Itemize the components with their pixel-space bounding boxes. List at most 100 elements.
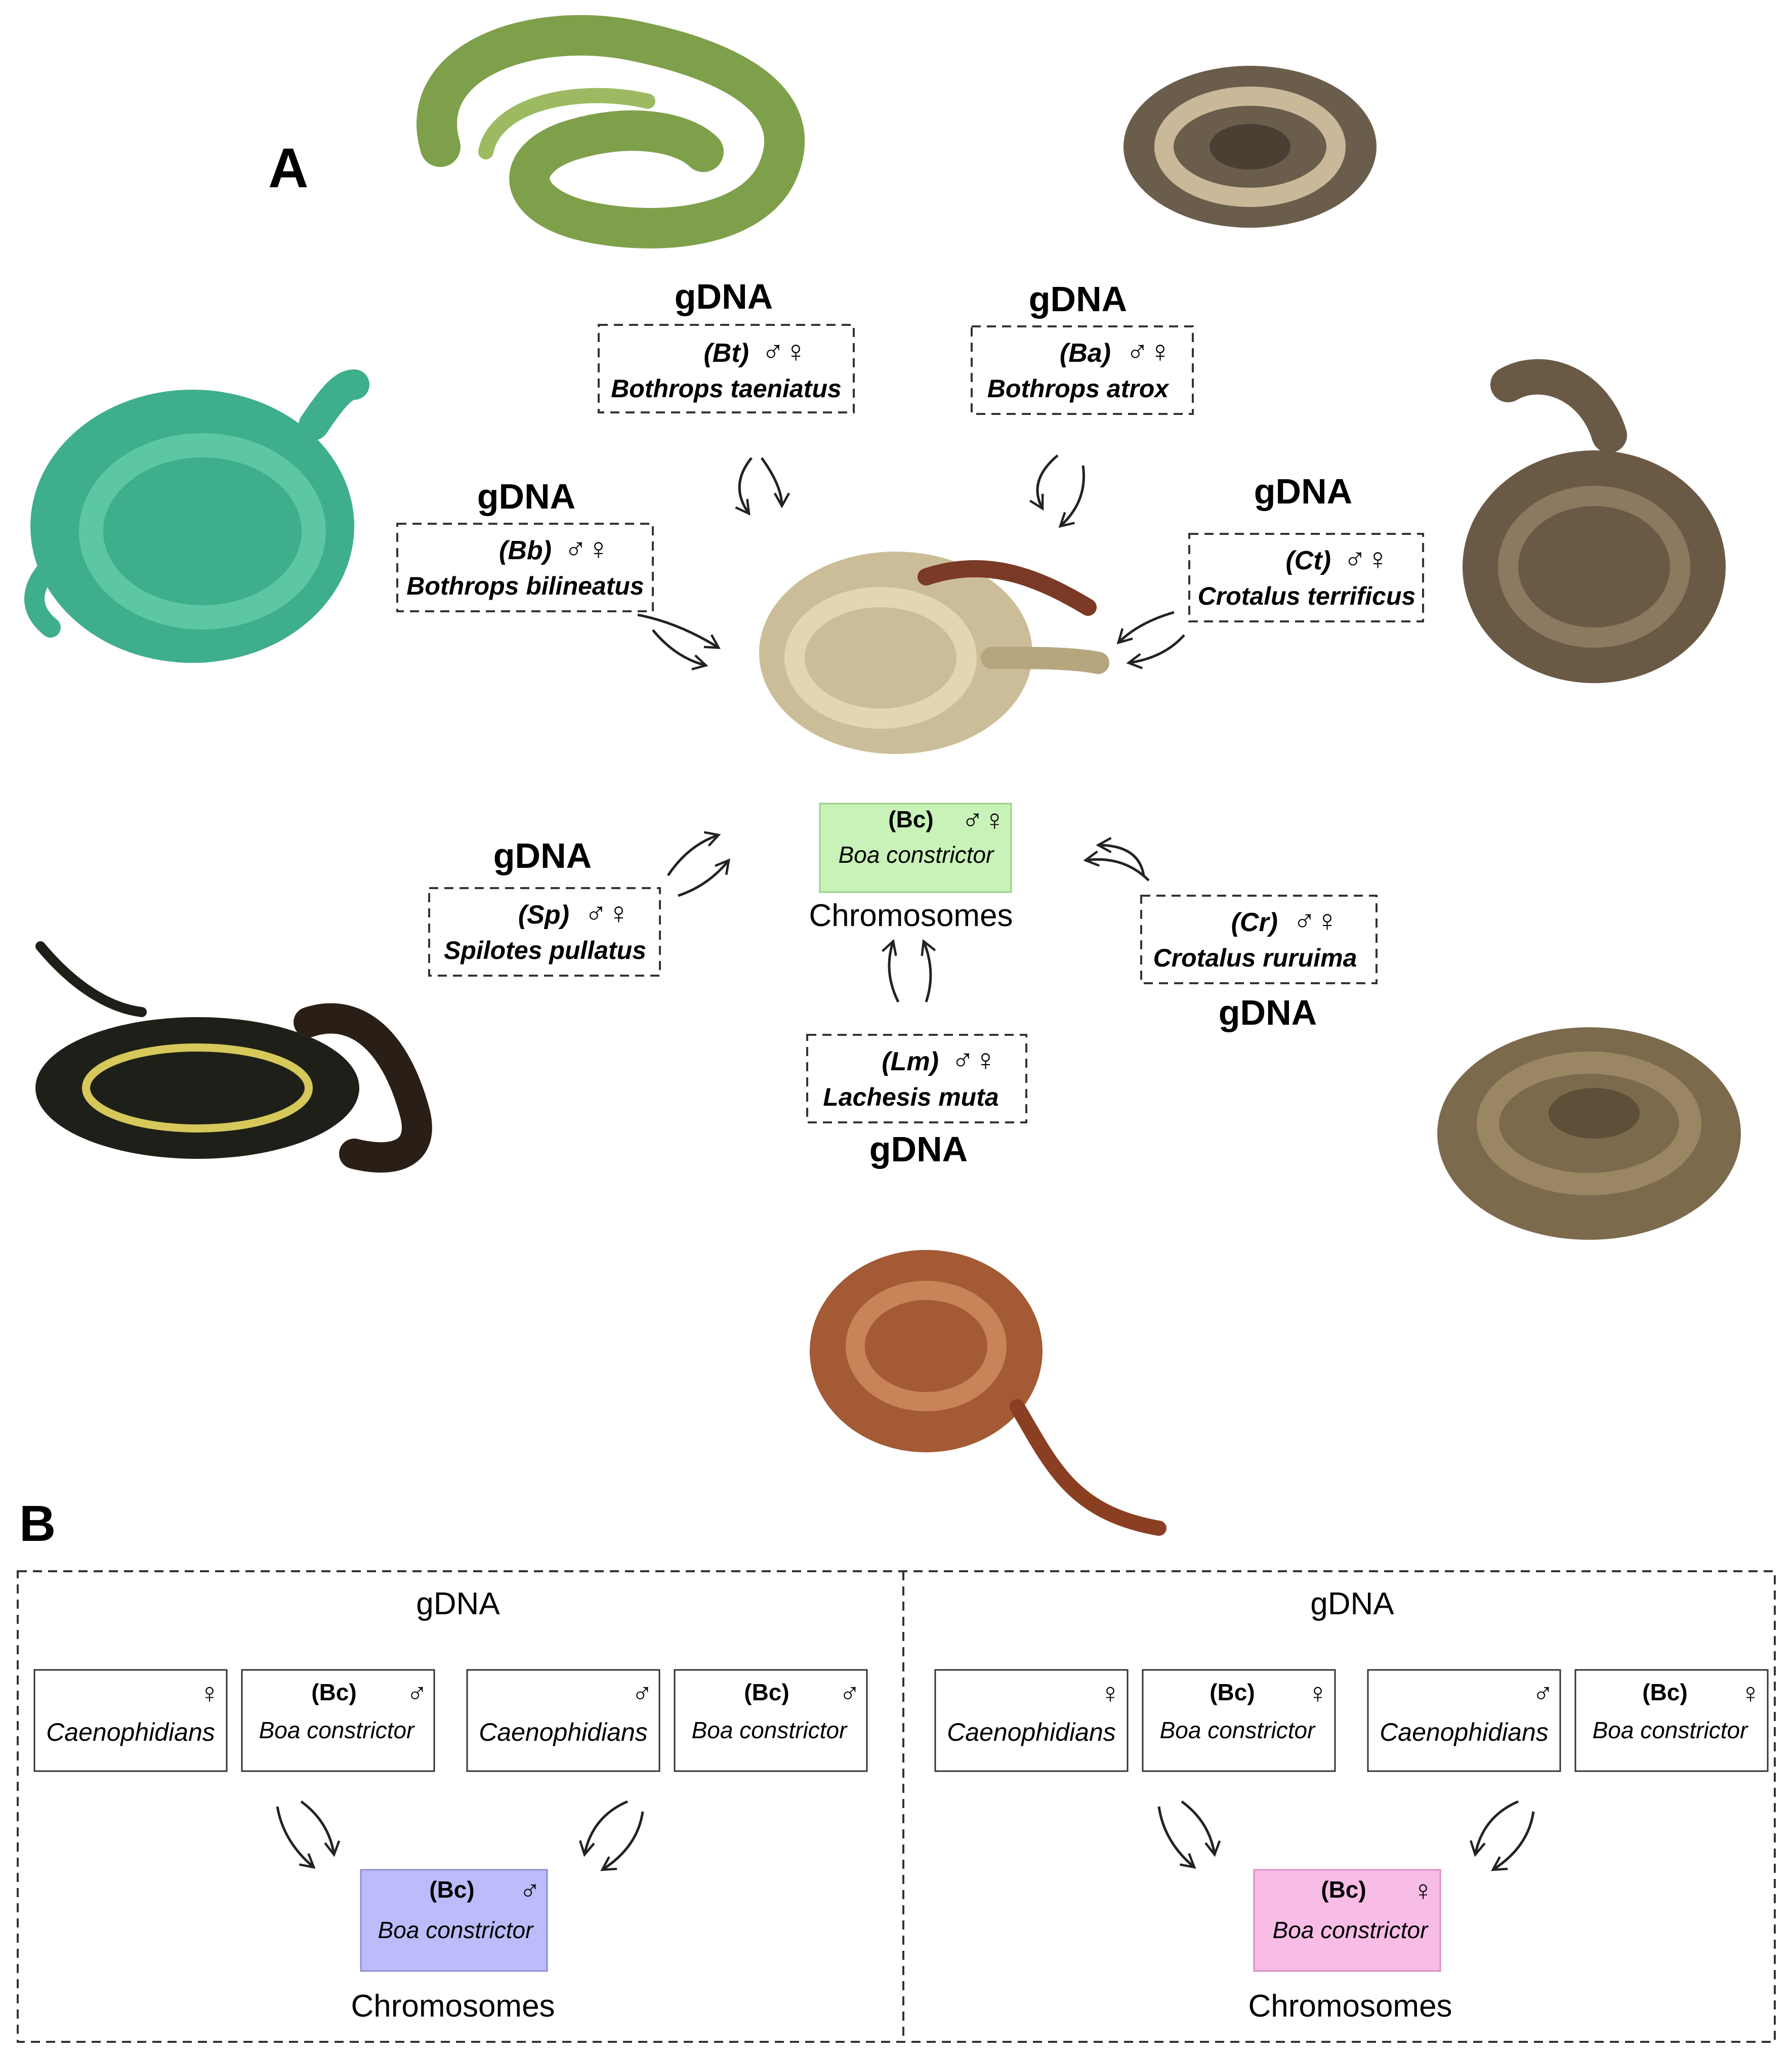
species-name: Bothrops taeniatus [611, 374, 842, 403]
panel-a-label: A [268, 137, 308, 199]
species-abbr: (Ba) [1060, 339, 1111, 368]
target-abbr: (Bc) [1321, 1876, 1366, 1903]
panel-b-left: gDNA ♀ Caenophidians (Bc) ♂ Boa constric… [33, 1586, 868, 2024]
sex-symbols: ♂♀ [585, 896, 630, 930]
arrow [735, 457, 753, 516]
species-abbr: (Cr) [1231, 908, 1278, 937]
species-box [1188, 533, 1424, 622]
arrow [276, 1806, 316, 1869]
species-box [1140, 895, 1378, 984]
target-sex: ♀ [1412, 1874, 1434, 1906]
species-name: Bothrops bilineatus [406, 572, 644, 600]
target-abbr: (Bc) [429, 1876, 474, 1903]
sex-symbols: ♂♀ [1344, 542, 1389, 576]
species-abbr: (Lm) [882, 1047, 939, 1076]
arrow [1491, 1811, 1535, 1871]
species-bt: gDNA (Bt) ♂♀ Bothrops taeniatus [598, 277, 855, 413]
boa-photo [759, 552, 1109, 754]
target-sex: ♂ [519, 1874, 540, 1906]
target-box [1253, 1869, 1441, 1972]
lachesis-photo [810, 1250, 1166, 1536]
sex-symbols: ♂♀ [951, 1043, 997, 1077]
source-box [1574, 1669, 1769, 1772]
species-abbr: (Ct) [1285, 546, 1331, 575]
species-name: Spilotes pullatus [444, 936, 646, 965]
arrow [881, 939, 900, 1003]
source-box [1367, 1669, 1561, 1772]
sex-symbols: ♂♀ [762, 334, 807, 368]
rattlesnake-photo [1463, 359, 1726, 683]
species-box [396, 523, 654, 612]
arrow [1469, 1800, 1519, 1857]
source-abbr: (Bc) [1210, 1679, 1255, 1705]
arrow [1058, 465, 1086, 528]
gdna-label: gDNA [1310, 1586, 1394, 1621]
source-name: Caenophidians [479, 1718, 648, 1746]
ruruima-photo [1437, 1027, 1741, 1240]
source-name: Boa constrictor [1593, 1717, 1748, 1743]
source-name: Caenophidians [947, 1718, 1116, 1746]
arrow [1157, 1806, 1196, 1869]
source-sex: ♀ [1740, 1677, 1761, 1709]
species-box [598, 324, 855, 413]
gdna-label: gDNA [493, 836, 592, 875]
source-name: Boa constrictor [1160, 1717, 1316, 1743]
center-abbr: (Bc) [888, 806, 933, 832]
source-sex: ♀ [1100, 1677, 1121, 1709]
panel-b-right: gDNA ♀ Caenophidians (Bc) ♀ Boa constric… [934, 1586, 1769, 2024]
source-name: Boa constrictor [259, 1717, 415, 1743]
center-name: Boa constrictor [839, 842, 994, 868]
chromosomes-caption: Chromosomes [351, 1989, 555, 2024]
green-pitviper-photo [416, 15, 805, 248]
chromosomes-caption: Chromosomes [809, 898, 1013, 933]
atrox-photo [1123, 66, 1377, 228]
arrow [1181, 1800, 1221, 1857]
center-sex: ♂♀ [962, 804, 1006, 836]
source-box [934, 1669, 1129, 1772]
arrows-left [276, 1800, 644, 1871]
species-ct: gDNA (Ct) ♂♀ Crotalus terrificus [1188, 472, 1424, 622]
gdna-label: gDNA [477, 477, 575, 516]
gdna-label: gDNA [1029, 279, 1127, 319]
source-sex: ♂ [632, 1677, 653, 1709]
source-abbr: (Bc) [744, 1679, 789, 1705]
gdna-label: gDNA [869, 1129, 968, 1169]
source-name: Caenophidians [46, 1718, 215, 1746]
arrow [300, 1800, 341, 1857]
arrow [637, 613, 721, 649]
species-box [971, 325, 1194, 415]
bilineatus-photo [24, 369, 369, 663]
species-cr: (Cr) ♂♀ Crotalus ruruima gDNA [1140, 895, 1378, 1032]
center-box [819, 803, 1012, 893]
chromosomes-caption: Chromosomes [1248, 1989, 1452, 2024]
species-name: Lachesis muta [823, 1083, 998, 1111]
source-box [466, 1669, 660, 1772]
source-abbr: (Bc) [1642, 1679, 1687, 1705]
source-box [674, 1669, 868, 1772]
source-sex: ♀ [1307, 1677, 1328, 1709]
gdna-label: gDNA [416, 1586, 500, 1621]
source-abbr: (Bc) [311, 1679, 356, 1705]
species-sp: gDNA (Sp) ♂♀ Spilotes pullatus [428, 836, 661, 977]
sex-symbols: ♂♀ [564, 532, 610, 566]
source-box [241, 1669, 435, 1772]
source-box [1142, 1669, 1336, 1772]
sex-symbols: ♂♀ [1293, 904, 1339, 938]
source-box [33, 1669, 228, 1772]
arrow [1096, 836, 1145, 876]
arrows-panel-a [637, 454, 1185, 1003]
arrow [678, 858, 730, 897]
species-lm: (Lm) ♂♀ Lachesis muta gDNA [806, 1034, 1027, 1169]
species-ba: gDNA (Ba) ♂♀ Bothrops atrox [971, 279, 1194, 415]
arrow [1029, 454, 1059, 511]
arrow [1116, 611, 1175, 645]
source-sex: ♂ [406, 1677, 428, 1709]
arrows-right [1157, 1800, 1535, 1871]
target-box [360, 1869, 548, 1972]
species-bb: gDNA (Bb) ♂♀ Bothrops bilineatus [396, 477, 654, 612]
species-abbr: (Bb) [499, 536, 552, 565]
species-box [428, 887, 661, 977]
arrow [921, 939, 936, 1002]
panel-b-frame [17, 1570, 1776, 2043]
